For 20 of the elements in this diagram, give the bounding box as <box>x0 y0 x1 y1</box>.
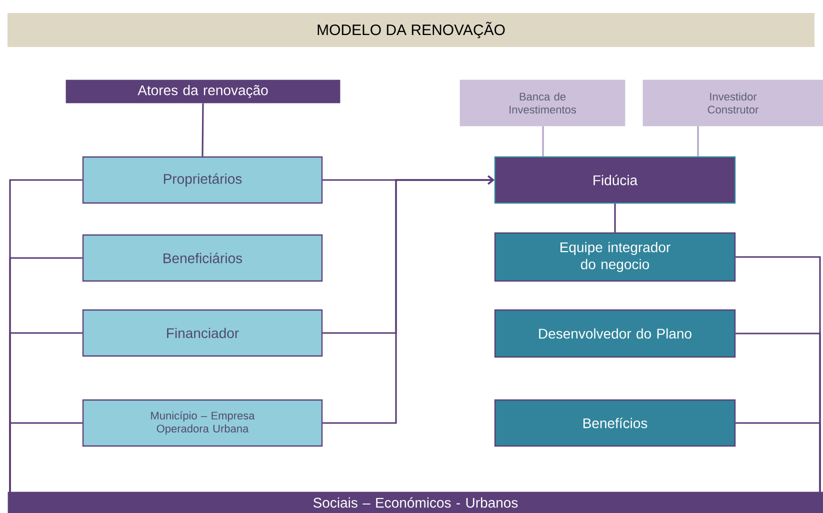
process-box: Equipe integrador do negocio <box>494 232 736 282</box>
connector <box>614 204 616 232</box>
footer-band: Sociais – Económicos - Urbanos <box>8 492 823 513</box>
actor-box: Financiador <box>82 309 323 357</box>
connector <box>9 422 82 492</box>
connector <box>202 103 204 156</box>
connector <box>322 175 494 424</box>
process-box: Desenvolvedor do Plano <box>494 309 736 358</box>
partner-box: Banca de Investimentos <box>460 80 626 126</box>
connector <box>697 126 699 156</box>
actor-box: Município – Empresa Operadora Urbana <box>82 399 323 447</box>
trust-box: Fidúcia <box>494 156 736 204</box>
actor-box: Beneficiários <box>82 234 323 282</box>
connector <box>736 422 821 492</box>
partner-box: Investidor Construtor <box>642 80 823 126</box>
connector <box>542 126 544 156</box>
process-box: Benefícios <box>494 399 736 447</box>
heading-box: Atores da renovação <box>66 80 340 104</box>
title-band: MODELO DA RENOVAÇÃO <box>8 13 814 47</box>
actor-box: Proprietários <box>82 156 323 204</box>
